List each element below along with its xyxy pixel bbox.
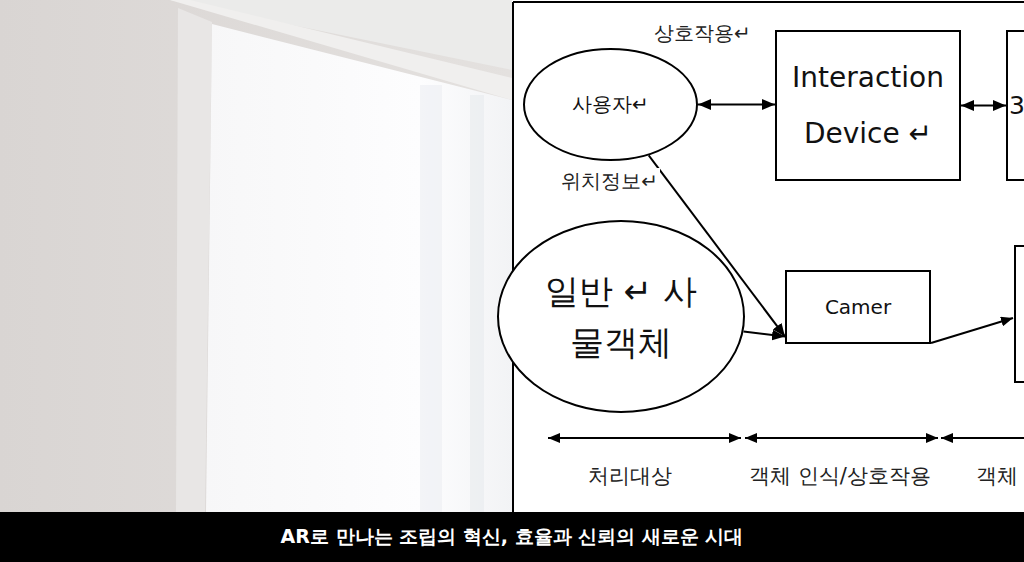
ellipse-outline [497, 220, 745, 413]
connector-arrow [743, 332, 785, 337]
window-frame [176, 8, 212, 512]
node-text: Camer [825, 295, 891, 320]
panel-border [512, 2, 514, 512]
object-circle: 일반 ↵ 사물객체 [497, 220, 745, 413]
panel-border [513, 1, 1024, 3]
ellipse-outline [524, 49, 697, 160]
edge-note: 상호작용↵ [652, 20, 753, 47]
edge-note: 위치정보↵ [559, 168, 660, 195]
cropped-box: 3 [1006, 30, 1024, 181]
range-label: 처리대상 [586, 462, 674, 490]
range-label: 객체 [974, 462, 1020, 490]
node-text: Interaction Device ↵ [783, 50, 953, 162]
range-arrow [745, 437, 938, 439]
node-text: 사용자↵ [572, 92, 649, 117]
ellipse-outline [498, 221, 744, 412]
range-arrow [548, 437, 741, 439]
cropped-box [1015, 246, 1024, 382]
connector-arrow [961, 105, 1006, 107]
range-label: 객체 인식/상호작용 [747, 462, 933, 490]
range-arrow [941, 437, 1024, 439]
process-box: Camer [785, 270, 931, 344]
curtain-fold [470, 95, 484, 512]
actor-ellipse: 사용자↵ [523, 48, 698, 161]
wall [0, 0, 512, 512]
caption-bar: AR로 만나는 조립의 혁신, 효율과 신뢰의 새로운 시대 [0, 512, 1024, 562]
process-box: Interaction Device ↵ [775, 30, 961, 181]
flow-arrow [931, 318, 1013, 343]
node-text: 3 [1009, 90, 1024, 121]
caption-bar [0, 512, 1024, 562]
curtain-fold [420, 85, 442, 512]
connector-arrow [698, 104, 775, 106]
node-text: 일반 ↵ 사물객체 [541, 266, 701, 368]
window [206, 24, 512, 512]
caption-text: AR로 만나는 조립의 혁신, 효율과 신뢰의 새로운 시대 [281, 524, 744, 550]
